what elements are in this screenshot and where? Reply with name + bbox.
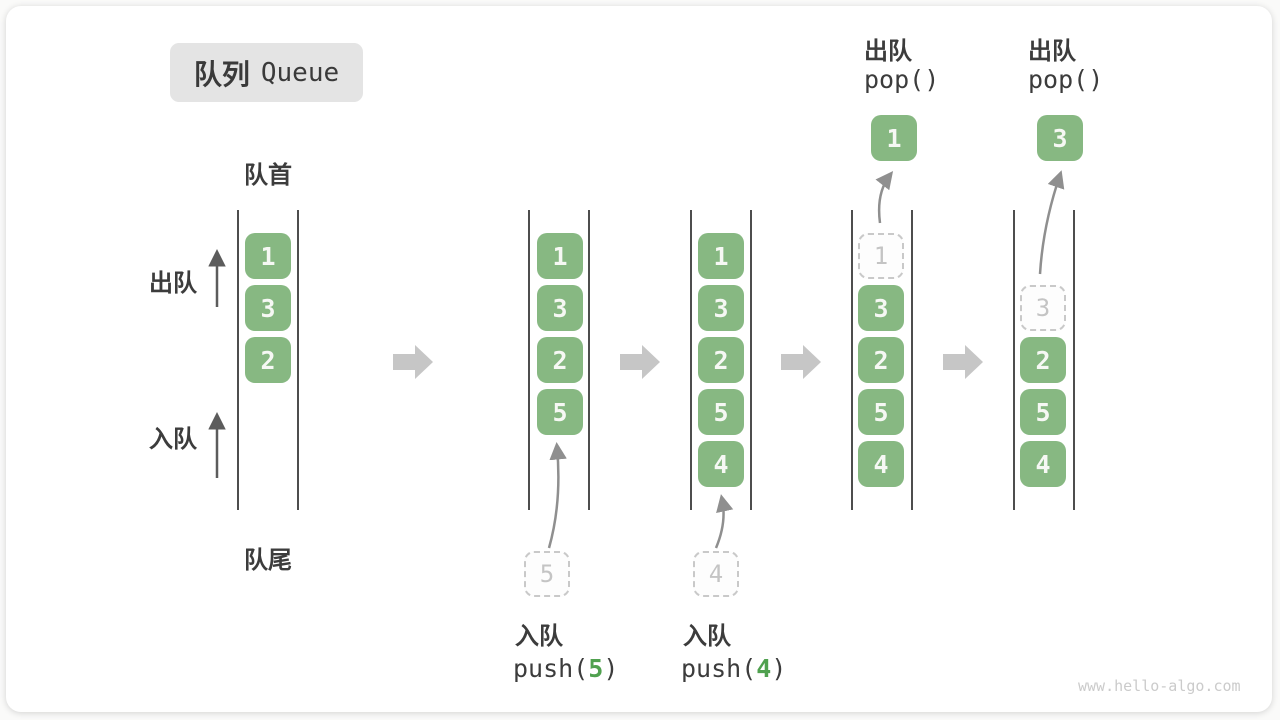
queue3-cell: 5 [698, 389, 744, 435]
queue5-cell: 5 [1020, 389, 1066, 435]
step-arrows [393, 345, 983, 379]
push5-code-pre: push( [513, 654, 589, 683]
pop1-label: 出队 [864, 37, 912, 65]
push4-code-post: ) [771, 654, 787, 683]
queue3-incoming-ghost-cell: 4 [693, 551, 739, 597]
step-arrow-icon [393, 345, 433, 379]
push5-code-arg: 5 [588, 654, 604, 683]
label-queue-front: 队首 [244, 161, 292, 189]
title-en: Queue [260, 57, 340, 88]
queue1-cell: 3 [245, 285, 291, 331]
operation-arrows [547, 170, 1065, 549]
queue4-popped-cell: 1 [871, 115, 917, 161]
watermark: www.hello-algo.com [1078, 677, 1241, 695]
queue4-cell: 4 [858, 441, 904, 487]
push5-arrow-icon [547, 442, 567, 549]
pop1-code: pop() [864, 65, 940, 94]
queue-walls [237, 210, 1075, 510]
queue3-cell: 1 [698, 233, 744, 279]
queue4-ghost-cell: 1 [858, 233, 904, 279]
queue2-cell: 3 [537, 285, 583, 331]
queue3-cell: 2 [698, 337, 744, 383]
pop2-code: pop() [1028, 65, 1104, 94]
queue2-cell: 1 [537, 233, 583, 279]
label-enqueue: 入队 [149, 425, 197, 453]
queue3-cell: 3 [698, 285, 744, 331]
push5-label: 入队 [515, 622, 563, 650]
queue4-cell: 5 [858, 389, 904, 435]
queue1-cell: 2 [245, 337, 291, 383]
pop3-arrow-icon [1038, 170, 1065, 275]
queue2-cell: 2 [537, 337, 583, 383]
queue5-cell: 4 [1020, 441, 1066, 487]
title-box: 队列 Queue [170, 43, 363, 102]
push4-arrow-icon [714, 494, 734, 549]
queue5-ghost-cell: 3 [1020, 285, 1066, 331]
push5-code-post: ) [603, 654, 619, 683]
push5-code: push(5) [513, 654, 618, 683]
step-arrow-icon [943, 345, 983, 379]
pop2-label: 出队 [1028, 37, 1076, 65]
step-arrow-icon [620, 345, 660, 379]
label-queue-rear: 队尾 [244, 546, 292, 574]
push4-code: push(4) [681, 654, 786, 683]
queue2-cell: 5 [537, 389, 583, 435]
queue2-incoming-ghost-cell: 5 [524, 551, 570, 597]
pop1-arrow-icon [875, 171, 894, 224]
queue4-cell: 3 [858, 285, 904, 331]
push4-label: 入队 [683, 622, 731, 650]
title-zh: 队列 [193, 57, 250, 91]
label-dequeue: 出队 [149, 269, 197, 297]
step-arrow-icon [781, 345, 821, 379]
queue1-cell: 1 [245, 233, 291, 279]
push4-code-arg: 4 [756, 654, 772, 683]
queue4-cell: 2 [858, 337, 904, 383]
push4-code-pre: push( [681, 654, 757, 683]
queue5-popped-cell: 3 [1037, 115, 1083, 161]
queue3-cell: 4 [698, 441, 744, 487]
queue5-cell: 2 [1020, 337, 1066, 383]
